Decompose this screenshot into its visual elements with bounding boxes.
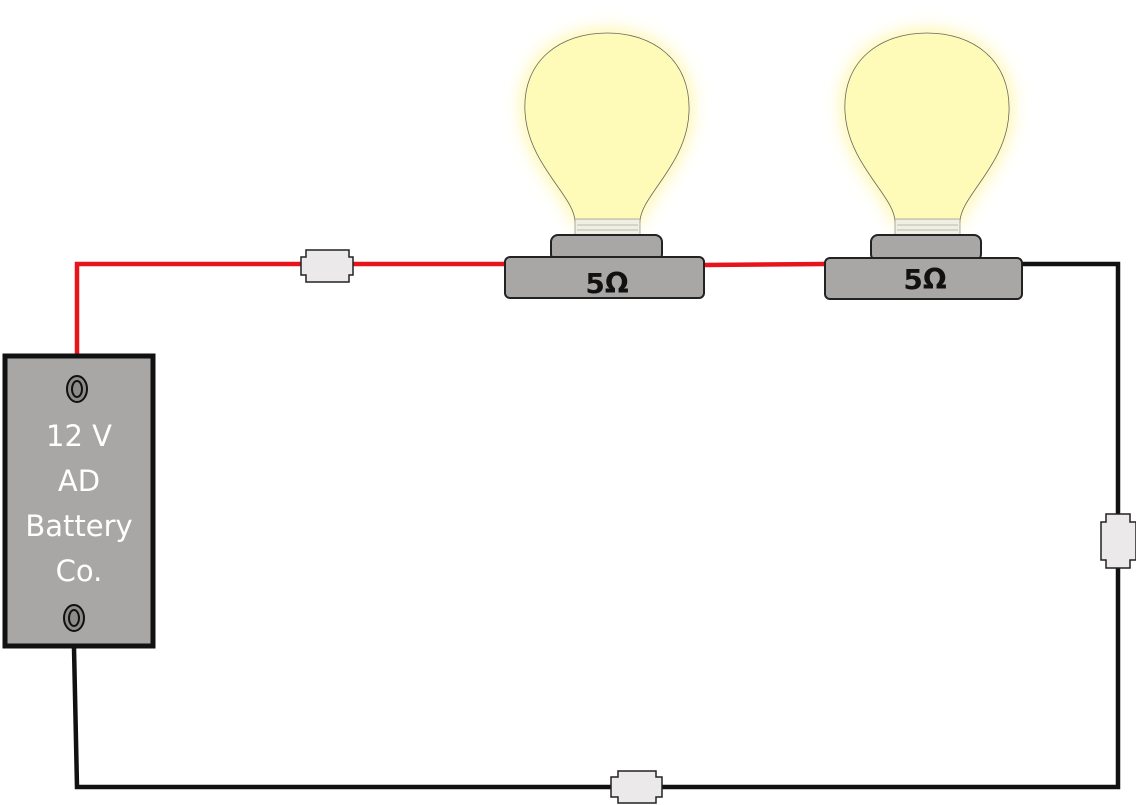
positive-wire [74,261,505,385]
light-bulb-2: 5Ω [824,32,1023,300]
battery-brand-label: AD [58,464,100,498]
bulb-glass [844,32,1010,223]
resistance-label: 5Ω [585,267,628,300]
bulb-link-wire [703,261,827,268]
resistance-label: 5Ω [903,263,946,296]
battery-brand-label: Battery [25,509,132,543]
connector-right [1100,513,1136,569]
battery-voltage-label: 12 V [46,419,112,453]
bulb-neck [894,218,961,236]
bulb-socket-base [504,256,705,299]
return-wire [71,261,1121,790]
connector-top [300,249,354,283]
bulb-glass [524,32,690,223]
positive-terminal [66,375,88,403]
wires [71,261,1121,790]
battery: 12 V AD Battery Co. [2,353,156,649]
light-bulb-1: 5Ω [504,32,705,300]
connector-bottom [610,770,663,804]
negative-terminal [63,604,85,632]
battery-body [2,353,156,649]
bulb-socket-base [824,257,1023,300]
battery-brand-label: Co. [56,554,103,588]
bulb-neck [574,218,641,236]
